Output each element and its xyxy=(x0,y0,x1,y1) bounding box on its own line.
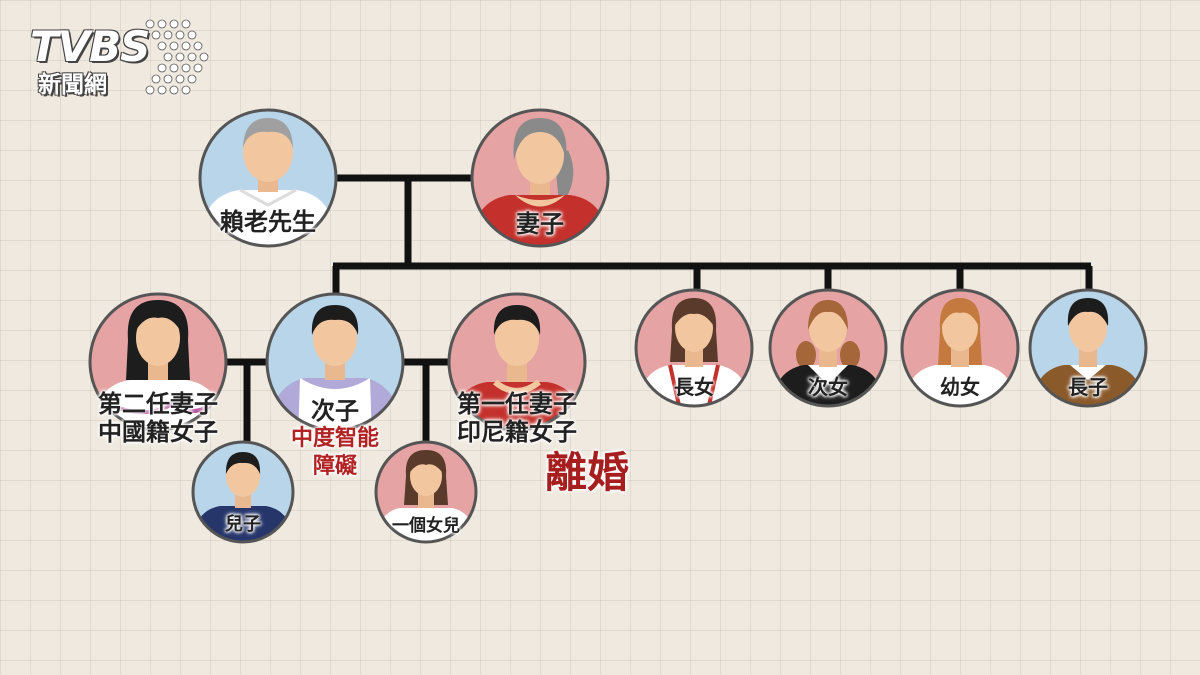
grandfather-label: 賴老先生 xyxy=(220,208,316,236)
youngest-daughter-label: 幼女 xyxy=(940,375,980,399)
connector-lines xyxy=(226,174,1093,442)
first-wife-label-line2: 印尼籍女子 xyxy=(457,418,577,446)
eldest-daughter-label: 長女 xyxy=(674,375,714,399)
first-wife-label-line1: 第一任妻子 xyxy=(457,390,577,418)
second-son-label: 次子 xyxy=(311,397,359,425)
granddaughter-avatar xyxy=(374,440,478,544)
second-daughter-avatar xyxy=(768,288,888,408)
logo-brand: TVBS xyxy=(30,22,150,71)
second-daughter-label: 次女 xyxy=(808,375,848,399)
second-wife-label-line2: 中國籍女子 xyxy=(98,418,218,446)
accent-stroke xyxy=(117,401,212,415)
grandmother-avatar xyxy=(470,108,610,248)
grandson-avatar xyxy=(191,440,295,544)
tvbs-logo: TVBS 新聞網 xyxy=(30,19,209,99)
grandfather-avatar xyxy=(198,108,338,248)
grandson-label: 兒子 xyxy=(225,514,261,535)
eldest-daughter-avatar xyxy=(634,288,754,408)
grandmother-label: 妻子 xyxy=(516,210,564,238)
eldest-son-label: 長子 xyxy=(1068,375,1108,399)
logo-dots-icon xyxy=(145,19,209,95)
second-son-note-line1: 中度智能 xyxy=(290,426,379,451)
divorce-label: 離婚 xyxy=(544,448,629,497)
logo-subtitle: 新聞網 xyxy=(38,72,107,98)
eldest-son-avatar xyxy=(1028,288,1148,408)
second-son-note-line2: 障礙 xyxy=(312,454,357,479)
granddaughter-label: 一個女兒 xyxy=(392,516,460,536)
youngest-daughter-avatar xyxy=(900,288,1020,408)
second-wife-label-line1: 第二任妻子 xyxy=(98,390,218,418)
